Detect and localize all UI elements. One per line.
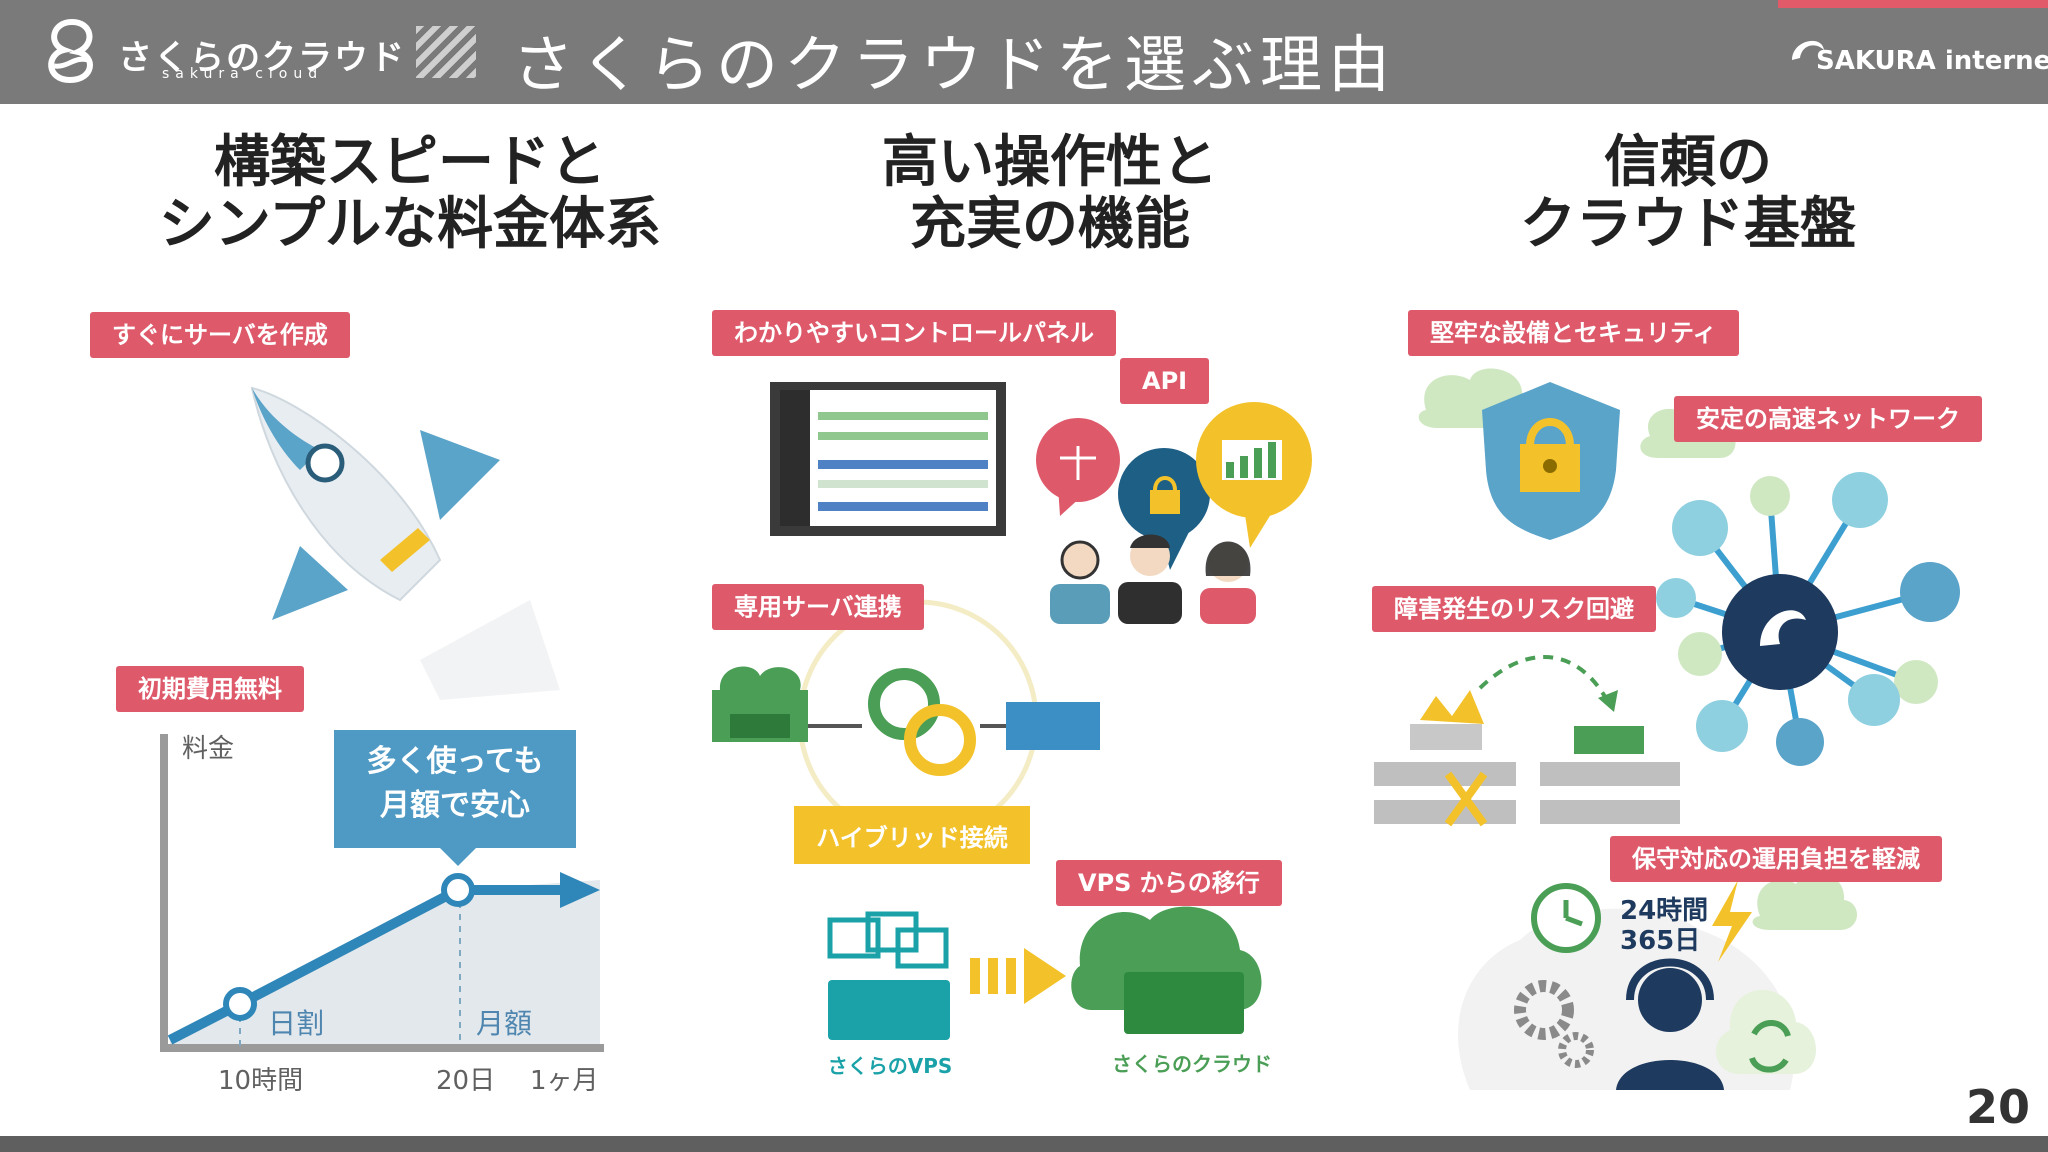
chart-x-tick: 20日: [436, 1066, 496, 1096]
chart-segment-monthly: 月額: [476, 1007, 533, 1040]
column-title-line: クラウド基盤: [1520, 192, 1856, 257]
support-line: 24時間: [1620, 896, 1709, 926]
column-title-line: 高い操作性と: [882, 130, 1218, 195]
logo-text: さくらのクラウド: [118, 38, 406, 78]
logo-subtext: sakura cloud: [162, 66, 324, 82]
vps-label: さくらのVPS: [827, 1054, 953, 1078]
risk-avoidance-icon: [1374, 654, 1680, 827]
page-number-box: [1954, 1064, 2048, 1136]
network-icon: [1656, 472, 1960, 766]
hybrid-label: ハイブリッド接続: [816, 824, 1008, 852]
chart-x-tick: 10時間: [218, 1066, 304, 1096]
callout-line: 多く使っても: [366, 744, 544, 779]
header-bar: さくらのクラウド sakura cloud さくらのクラウドを選ぶ理由 SAKU…: [0, 0, 2048, 104]
vps-migration-icon: [827, 906, 1262, 1040]
support-hours: 24時間 365日: [1620, 896, 1708, 956]
rocket-icon: [250, 386, 560, 700]
hybrid-label-box: [794, 806, 1030, 864]
page-number: 20: [1966, 1080, 2031, 1134]
cloud-logo-label: さくらのクラウド: [1112, 1052, 1272, 1076]
users-icon: [1050, 534, 1256, 624]
bottom-bar: [0, 1136, 2048, 1152]
callout-line: 月額で安心: [380, 788, 530, 823]
column-title-usability: 高い操作性と 充実の機能: [750, 132, 1350, 256]
tag-create-server: すぐにサーバを作成: [90, 312, 350, 358]
tag-risk-avoidance: 障害発生のリスク回避: [1372, 586, 1656, 632]
column-title-line: 充実の機能: [910, 192, 1190, 257]
price-callout: [334, 730, 576, 848]
tag-no-initial-fee: 初期費用無料: [116, 666, 304, 712]
tag-control-panel: わかりやすいコントロールパネル: [712, 310, 1116, 356]
hybrid-connection-icon: [712, 599, 1100, 841]
tag-dedicated-server: 専用サーバ連携: [712, 584, 924, 630]
column-title-line: シンプルな料金体系: [158, 192, 662, 257]
column-title-line: 構築スピードと: [214, 130, 606, 195]
column-title-speed: 構築スピードと シンプルな料金体系: [110, 132, 710, 256]
column-title-line: 信頼の: [1604, 130, 1772, 195]
chart-x-tick: 1ヶ月: [530, 1066, 599, 1096]
chart-callout-text: 多く使っても 月額で安心: [334, 740, 576, 828]
hatch-decoration: [416, 26, 476, 78]
api-bubbles-icon: [1036, 402, 1312, 570]
sakura-internet-logo-icon: [1792, 40, 1824, 60]
column-title-reliability: 信頼の クラウド基盤: [1388, 132, 1988, 256]
tag-facility-security: 堅牢な設備とセキュリティ: [1408, 310, 1739, 356]
accent-strip: [1778, 0, 2048, 8]
page-title: さくらのクラウドを選ぶ理由: [512, 28, 1397, 101]
brand-name: SAKURA internet: [1816, 46, 2048, 76]
tag-maintenance: 保守対応の運用負担を軽減: [1610, 836, 1942, 882]
sakura-logo-icon: [48, 18, 93, 84]
price-chart: [160, 730, 604, 1052]
chart-segment-daily: 日割: [268, 1007, 325, 1040]
support-icon: [1458, 872, 1858, 1090]
tag-api: API: [1120, 358, 1210, 404]
tag-network: 安定の高速ネットワーク: [1674, 396, 1982, 442]
support-line: 365日: [1620, 926, 1701, 956]
chart-y-label: 料金: [182, 734, 235, 764]
tag-vps-migration: VPS からの移行: [1056, 860, 1282, 906]
control-panel-screen-icon: [770, 382, 1006, 536]
